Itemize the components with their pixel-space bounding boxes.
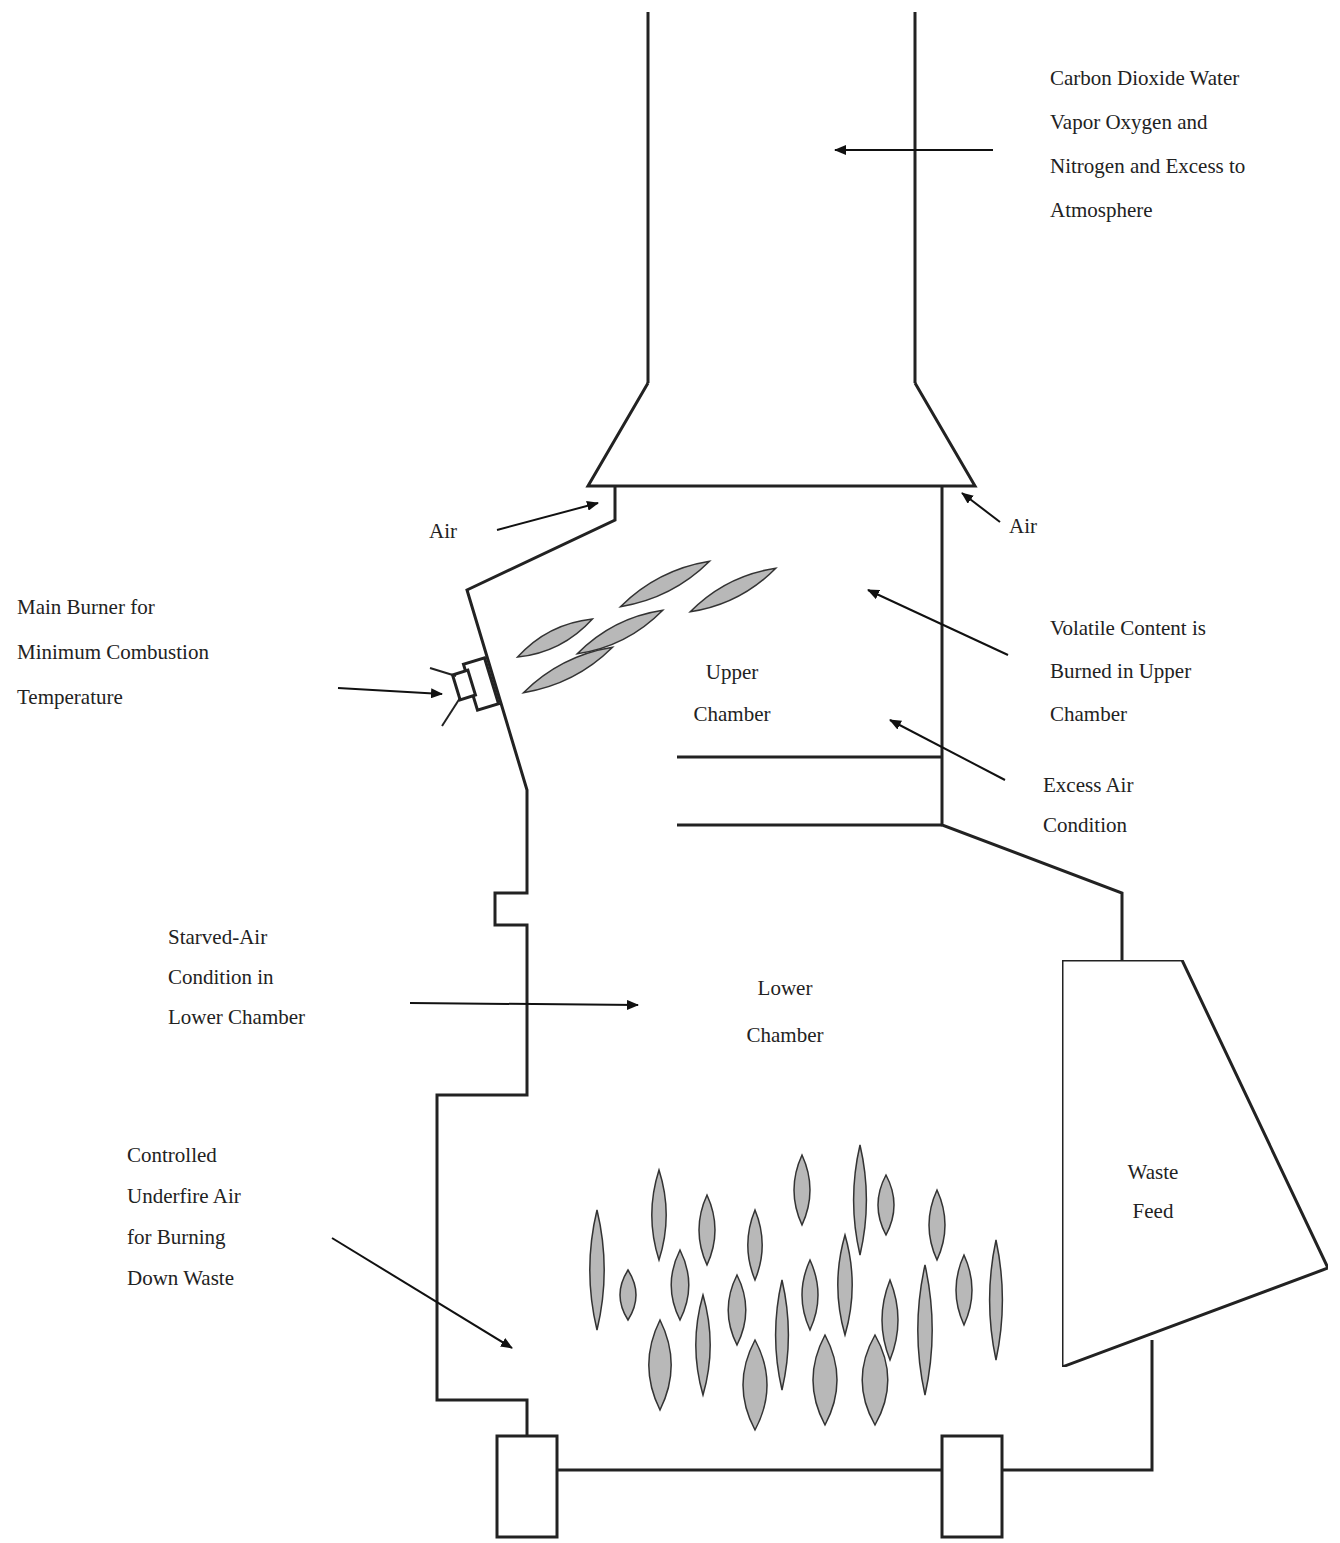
- flame: [813, 1335, 837, 1425]
- flame: [699, 1195, 715, 1265]
- flame: [696, 1295, 710, 1395]
- flame: [802, 1260, 818, 1330]
- flame: [854, 1145, 867, 1255]
- chamber-label: Upper Chamber: [680, 651, 784, 735]
- burner-callout: Main Burner for Minimum Combustion Tempe…: [17, 585, 232, 720]
- air-label: Air: [420, 510, 466, 552]
- chamber-label: Lower Chamber: [728, 965, 842, 1059]
- flame: [590, 1210, 604, 1330]
- air-label: Air: [1000, 505, 1046, 547]
- flame: [520, 640, 616, 700]
- flame: [929, 1190, 945, 1260]
- flame: [838, 1235, 852, 1335]
- flame: [990, 1240, 1003, 1360]
- waste-feed-hopper: Waste Feed: [1062, 960, 1328, 1367]
- flame: [918, 1265, 932, 1395]
- flame: [743, 1340, 767, 1430]
- flame: [882, 1280, 898, 1360]
- volatile-callout: Volatile Content is Burned in Upper Cham…: [1050, 607, 1215, 736]
- flame: [776, 1280, 789, 1390]
- flame: [794, 1155, 810, 1225]
- flames: [514, 554, 1002, 1430]
- flame: [671, 1250, 689, 1320]
- node-label: Waste Feed: [1113, 1153, 1193, 1231]
- arrows: [332, 150, 1008, 1348]
- flame: [878, 1175, 894, 1235]
- flame: [687, 561, 780, 619]
- starved-air-callout: Starved-Air Condition in Lower Chamber: [168, 917, 320, 1037]
- flame: [652, 1170, 666, 1260]
- flame: [728, 1275, 746, 1345]
- exhaust-note: Carbon Dioxide Water Vapor Oxygen and Ni…: [1050, 56, 1260, 232]
- underfire-callout: Controlled Underfire Air for Burning Dow…: [127, 1135, 267, 1299]
- flame: [956, 1255, 972, 1325]
- hopper-shape: [1062, 960, 1328, 1367]
- flame: [748, 1210, 762, 1280]
- flame: [574, 603, 667, 661]
- flame: [620, 1270, 636, 1320]
- excess-air-callout: Excess Air Condition: [1043, 765, 1168, 845]
- flame: [649, 1320, 671, 1410]
- flame: [862, 1335, 888, 1425]
- hopper-outline: [1062, 960, 1328, 1367]
